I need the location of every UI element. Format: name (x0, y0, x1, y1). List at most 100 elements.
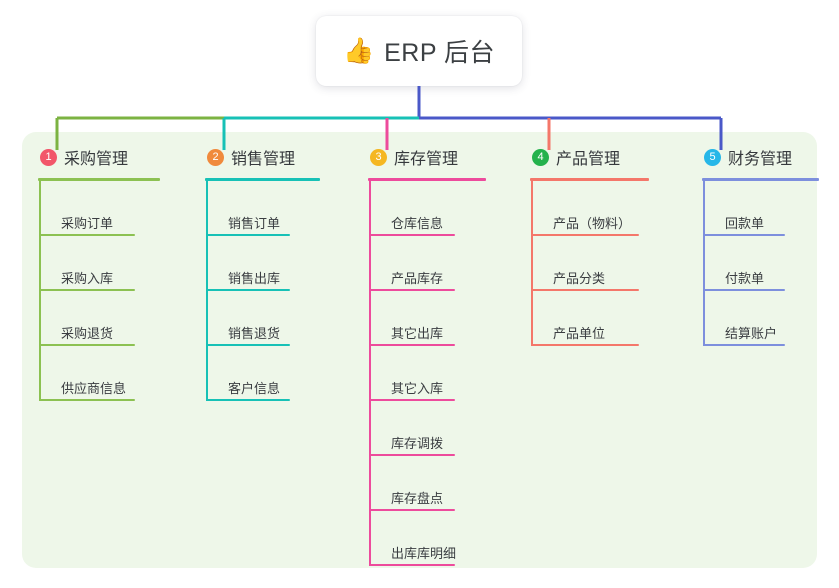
leaf-item[interactable]: 销售退货 (206, 291, 352, 346)
leaf-item[interactable]: 仓库信息 (369, 181, 514, 236)
leaf-item[interactable]: 供应商信息 (39, 346, 189, 401)
column-badge-1: 1 (40, 148, 57, 166)
leaf-item-label: 采购入库 (61, 271, 114, 286)
leaf-item-underline (206, 234, 290, 236)
column-underline-2 (205, 178, 320, 181)
column-title-3: 库存管理 (394, 151, 459, 168)
thumbs-up-icon: 👍 (342, 36, 375, 65)
column-spine-2 (206, 181, 208, 401)
column-badge-4: 4 (532, 148, 549, 166)
leaf-item-label: 采购订单 (61, 216, 114, 231)
leaf-item[interactable]: 采购退货 (39, 291, 189, 346)
leaf-item-underline (369, 564, 455, 566)
column-badge-5: 5 (704, 148, 721, 166)
column-header-3[interactable]: 3 库存管理 (352, 142, 514, 172)
leaf-item[interactable]: 出库库明细 (369, 511, 514, 566)
leaf-item-label: 其它入库 (391, 381, 444, 396)
leaf-item-label: 产品单位 (553, 326, 606, 341)
column-header-1[interactable]: 1 采购管理 (22, 142, 189, 172)
leaf-list-1: 采购订单采购入库采购退货供应商信息 (39, 181, 189, 401)
leaf-item-label: 其它出库 (391, 326, 444, 341)
root-node-card[interactable]: 👍 ERP 后台 (316, 16, 522, 86)
column-4: 4 产品管理产品（物料） 产品分类产品单位 (514, 132, 686, 568)
leaf-item-label: 销售退货 (228, 326, 281, 341)
column-spine-3 (369, 181, 371, 566)
leaf-item-label: 库存盘点 (391, 491, 444, 506)
leaf-item-underline (369, 344, 455, 346)
column-badge-2: 2 (207, 148, 224, 166)
leaf-item-underline (703, 344, 785, 346)
leaf-item-label: 采购退货 (61, 326, 114, 341)
leaf-item-underline (369, 399, 455, 401)
leaf-item[interactable]: 销售出库 (206, 236, 352, 291)
column-container: 1 采购管理采购订单采购入库采购退货供应商信息 2 销售管理销售订单销售出库销售退货客… (22, 132, 819, 568)
leaf-item-underline (369, 234, 455, 236)
leaf-item-underline (39, 399, 135, 401)
column-1: 1 采购管理采购订单采购入库采购退货供应商信息 (22, 132, 189, 568)
leaf-list-4: 产品（物料） 产品分类产品单位 (531, 181, 686, 346)
leaf-item-underline (206, 399, 290, 401)
leaf-item-underline (531, 234, 639, 236)
leaf-item-underline (39, 344, 135, 346)
leaf-item[interactable]: 库存调拨 (369, 401, 514, 456)
leaf-item-label: 产品（物料） (553, 216, 632, 231)
leaf-item-label: 产品库存 (391, 271, 444, 286)
leaf-item-label: 结算账户 (725, 326, 778, 341)
leaf-list-5: 回款单付款单结算账户 (703, 181, 817, 346)
column-badge-3: 3 (370, 148, 387, 166)
leaf-item-underline (39, 289, 135, 291)
column-2: 2 销售管理销售订单销售出库销售退货客户信息 (189, 132, 352, 568)
leaf-item[interactable]: 采购订单 (39, 181, 189, 236)
column-header-4[interactable]: 4 产品管理 (514, 142, 686, 172)
leaf-item-label: 出库库明细 (391, 546, 457, 561)
column-underline-3 (368, 178, 486, 181)
leaf-item[interactable]: 付款单 (703, 236, 817, 291)
leaf-item-label: 库存调拨 (391, 436, 444, 451)
column-spine-5 (703, 181, 705, 346)
leaf-item-label: 销售出库 (228, 271, 281, 286)
column-header-2[interactable]: 2 销售管理 (189, 142, 352, 172)
leaf-item[interactable]: 库存盘点 (369, 456, 514, 511)
leaf-item[interactable]: 客户信息 (206, 346, 352, 401)
column-title-4: 产品管理 (556, 151, 621, 168)
leaf-item-underline (703, 234, 785, 236)
leaf-item[interactable]: 产品单位 (531, 291, 686, 346)
leaf-item-label: 供应商信息 (61, 381, 127, 396)
leaf-list-3: 仓库信息产品库存其它出库其它入库库存调拨库存盘点出库库明细 (369, 181, 514, 566)
leaf-item[interactable]: 销售订单 (206, 181, 352, 236)
column-underline-5 (702, 178, 819, 181)
leaf-item[interactable]: 回款单 (703, 181, 817, 236)
leaf-item[interactable]: 产品库存 (369, 236, 514, 291)
leaf-item-label: 销售订单 (228, 216, 281, 231)
column-header-5[interactable]: 5 财务管理 (686, 142, 817, 172)
column-spine-1 (39, 181, 41, 401)
leaf-item-underline (39, 234, 135, 236)
column-underline-4 (530, 178, 649, 181)
column-title-5: 财务管理 (728, 151, 793, 168)
diagram-panel (22, 132, 817, 568)
leaf-item-label: 付款单 (725, 271, 765, 286)
column-title-1: 采购管理 (64, 151, 129, 168)
leaf-item[interactable]: 结算账户 (703, 291, 817, 346)
root-node-title: ERP 后台 (384, 39, 496, 67)
leaf-item[interactable]: 其它出库 (369, 291, 514, 346)
column-5: 5 财务管理回款单付款单结算账户 (686, 132, 819, 568)
leaf-item-underline (369, 289, 455, 291)
leaf-item-label: 回款单 (725, 216, 765, 231)
column-3: 3 库存管理仓库信息产品库存其它出库其它入库库存调拨库存盘点出库库明细 (352, 132, 514, 568)
leaf-item[interactable]: 产品分类 (531, 236, 686, 291)
leaf-item-underline (206, 344, 290, 346)
leaf-item-underline (369, 509, 455, 511)
leaf-item-underline (703, 289, 785, 291)
leaf-item-underline (531, 289, 639, 291)
column-title-2: 销售管理 (231, 151, 296, 168)
leaf-item[interactable]: 其它入库 (369, 346, 514, 401)
leaf-item[interactable]: 产品（物料） (531, 181, 686, 236)
column-spine-4 (531, 181, 533, 346)
leaf-item-underline (369, 454, 455, 456)
leaf-item-label: 仓库信息 (391, 216, 444, 231)
leaf-list-2: 销售订单销售出库销售退货客户信息 (206, 181, 352, 401)
leaf-item-label: 客户信息 (228, 381, 281, 396)
leaf-item[interactable]: 采购入库 (39, 236, 189, 291)
column-underline-1 (38, 178, 160, 181)
